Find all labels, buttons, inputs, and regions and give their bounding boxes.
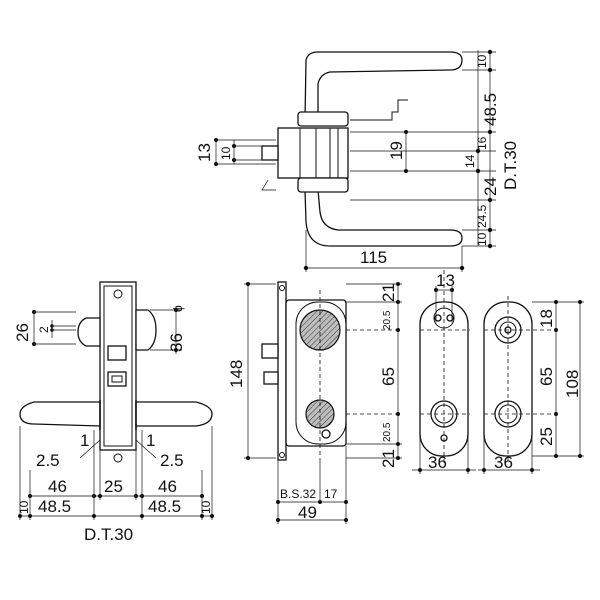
dim-plate-b-18: 18 (537, 309, 556, 328)
dim-top-10-left: 10 (219, 146, 233, 160)
front-view: 26 2 36 ϕ 1 1 2.5 2.5 46 25 46 10 48.5 4… (13, 281, 214, 544)
front-case (99, 281, 137, 451)
dim-side-20-5-bottom: 20.5 (382, 422, 393, 442)
top-bracket (350, 99, 408, 121)
top-lever-upper (304, 51, 463, 121)
dim-front-2-5-left: 2.5 (36, 451, 60, 470)
dim-top-10: 10 (475, 54, 489, 68)
dim-plate-b-25: 25 (537, 427, 556, 446)
top-rosette-lower (297, 177, 349, 193)
front-deadbolt (107, 371, 127, 387)
dim-front-48-5-left: 48.5 (38, 497, 71, 516)
side-rosette (295, 301, 347, 445)
dim-front-26: 26 (13, 323, 32, 342)
dim-side-21-bottom: 21 (379, 449, 398, 468)
dim-front-1-right: 1 (146, 431, 155, 450)
dim-side-20-5-top: 20.5 (382, 310, 393, 330)
top-body (277, 127, 349, 179)
dim-front-25: 25 (104, 477, 123, 496)
side-latch (261, 343, 279, 359)
dim-side-65: 65 (379, 367, 398, 386)
dim-plate-b-65: 65 (537, 367, 556, 386)
dim-front-46-right: 46 (158, 477, 177, 496)
dim-front-10-left: 10 (17, 500, 31, 514)
dim-side-bs32: B.S.32 (280, 487, 316, 501)
phi-symbol: ϕ (171, 305, 185, 312)
dim-top-dt30: D.T.30 (501, 141, 520, 190)
dim-front-2: 2 (37, 326, 51, 333)
plate-a-view: 13 36 (412, 270, 476, 474)
dim-top-19: 19 (387, 141, 406, 160)
dim-front-2-5-right: 2.5 (160, 451, 184, 470)
dim-top-24: 24 (481, 177, 500, 196)
dim-plate-b-108: 108 (563, 370, 582, 398)
dim-side-148: 148 (227, 360, 246, 388)
plate-b-view: 18 65 108 25 36 (478, 296, 584, 474)
dim-top-13: 13 (195, 143, 214, 162)
dim-front-1-left: 1 (80, 431, 89, 450)
dim-plate-a-13: 13 (436, 271, 455, 290)
dim-top-48-5: 48.5 (481, 93, 500, 126)
front-latch (107, 345, 127, 361)
dim-top-14: 14 (463, 154, 477, 168)
dim-front-48-5-right: 48.5 (148, 497, 181, 516)
side-hatched-top (299, 309, 341, 351)
dim-front-phi36: 36 (167, 333, 186, 352)
side-hatched-bottom (305, 399, 335, 429)
dim-front-46-left: 46 (48, 477, 67, 496)
dim-top-10-bottom: 10 (475, 232, 489, 246)
front-lever-left (19, 401, 101, 427)
dim-plate-b-36: 36 (494, 453, 513, 472)
side-faceplate (277, 281, 287, 461)
dim-side-49: 49 (298, 503, 317, 522)
dim-top-24-5: 24.5 (475, 204, 489, 228)
top-lever-lower (304, 189, 463, 247)
front-rosette-right (135, 309, 157, 351)
dim-side-17: 17 (324, 487, 338, 501)
dim-plate-a-36: 36 (428, 453, 447, 472)
dim-front-dt30: D.T.30 (84, 525, 133, 544)
dim-top-16: 16 (475, 136, 489, 150)
top-spindle (261, 145, 279, 161)
front-lever-right (135, 401, 213, 427)
side-bolt (263, 371, 279, 385)
top-view: 10 48.5 D.T.30 16 14 24 24.5 10 13 10 19… (195, 49, 520, 272)
dim-top-115: 115 (360, 248, 387, 267)
top-rosette-upper (297, 111, 349, 127)
side-view: 148 21 20.5 65 20.5 21 B.S.32 17 49 (227, 281, 402, 524)
front-rosette-left (77, 317, 101, 347)
dim-front-10-right: 10 (199, 500, 213, 514)
dim-side-21-top: 21 (379, 283, 398, 302)
